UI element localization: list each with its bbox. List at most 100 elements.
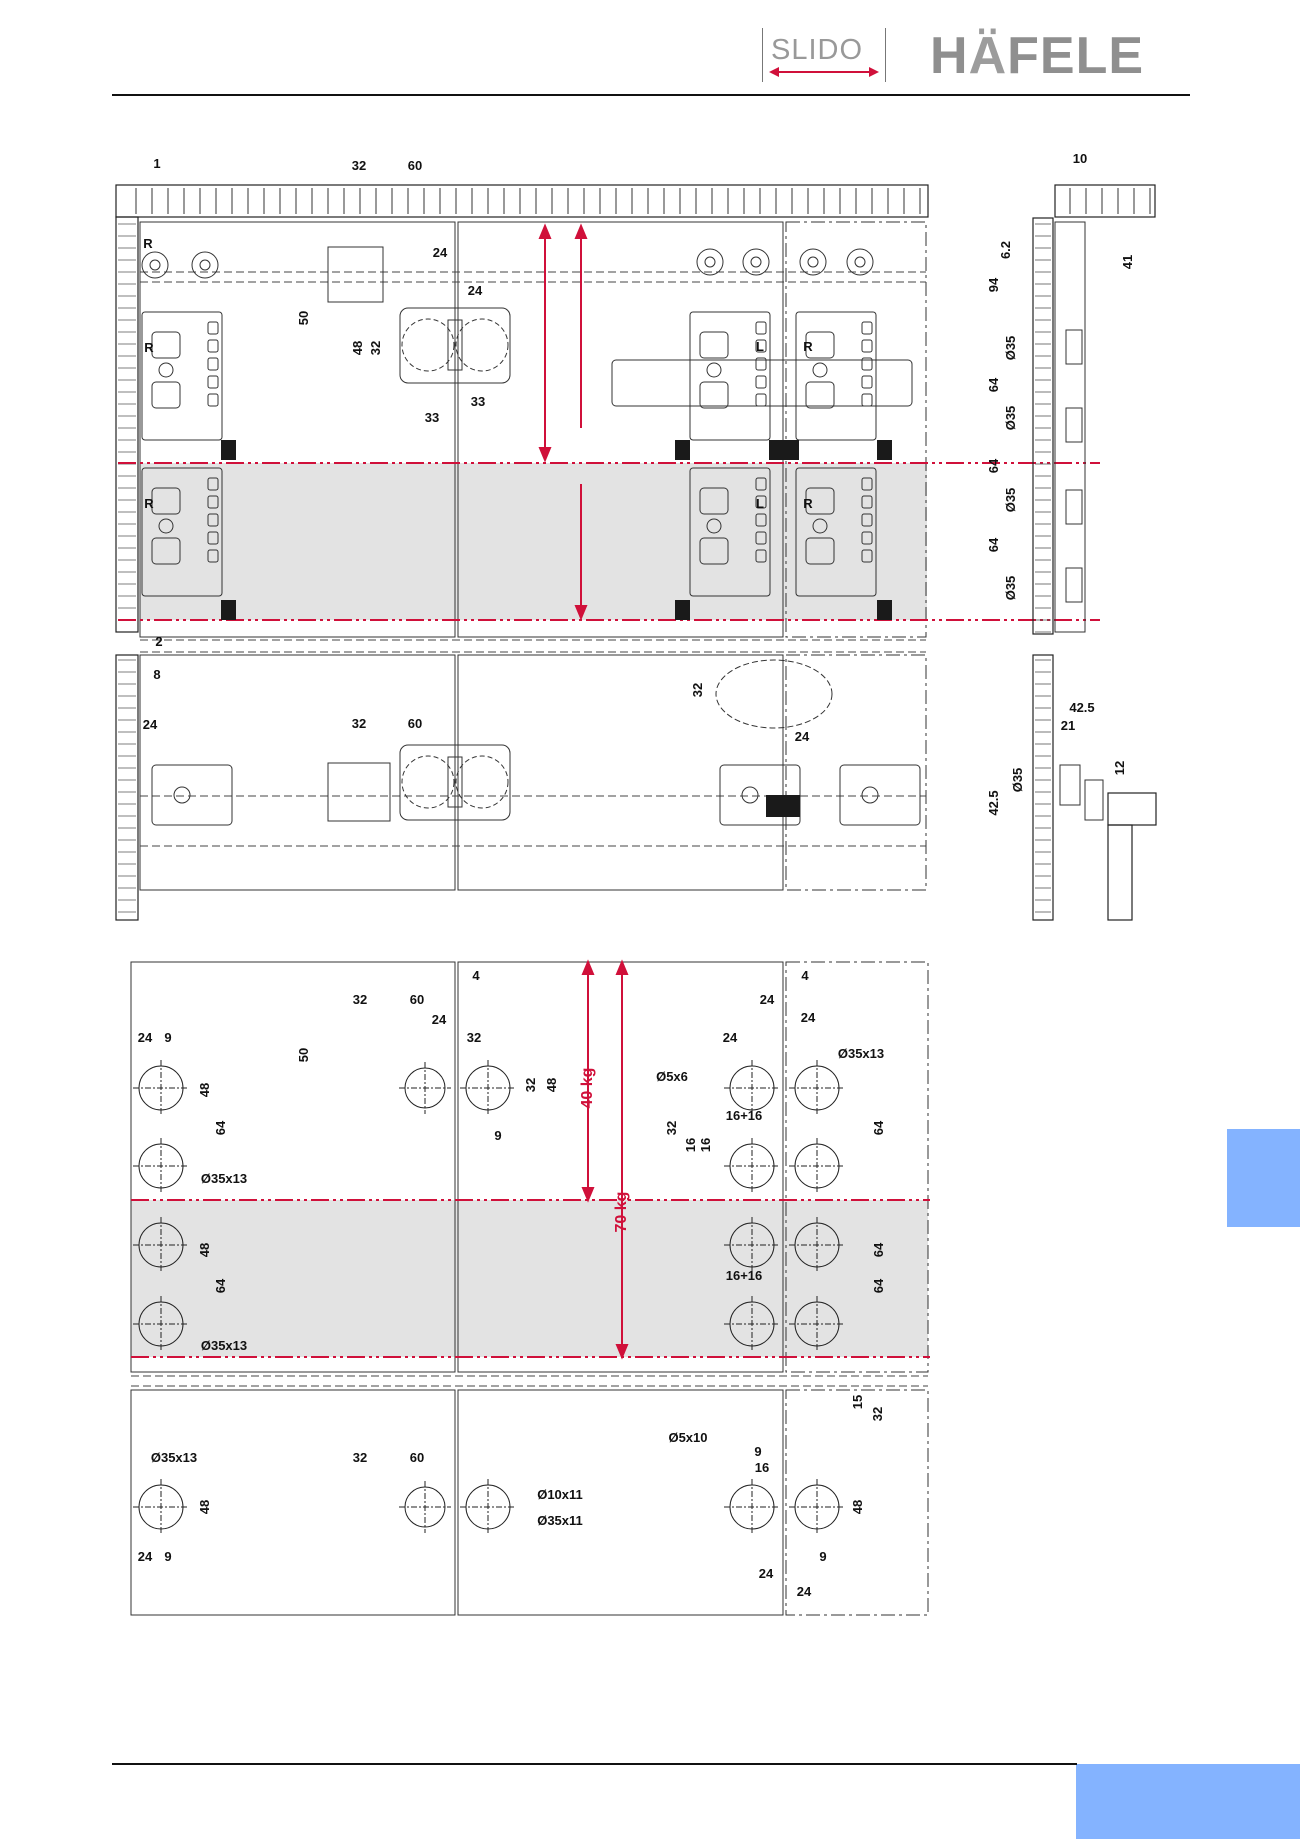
section-tab [1227,1129,1300,1227]
lower-dimension-label: 48 [197,1500,212,1514]
lower-load-arrows [581,959,629,1360]
dimension-label: 24 [795,729,810,744]
dimension-label: 33 [425,410,439,425]
lower-dimension-label: 4 [801,968,809,983]
hole-label: Ø5x10 [668,1430,707,1445]
dimension-label: 32 [690,683,705,697]
side-top-rail [1054,184,1156,218]
side-dimension-label: Ø35 [1003,336,1018,361]
dimension-label: 24 [143,717,158,732]
lower-dimension-label: 64 [213,1120,228,1135]
door-1-upper [139,221,456,638]
slido-arrow-icon [769,67,879,77]
drill-holes [133,1060,845,1535]
hafele-logo: HÄFELE [930,26,1144,86]
side-dimension-label: 94 [986,277,1001,292]
brand-suffix: FELE [1007,27,1145,85]
lower-dimension-label: 24 [723,1030,738,1045]
lower-dimension-label: 9 [819,1549,826,1564]
left-profile-upper [115,216,139,633]
side-profile-lower [1032,654,1054,921]
side-dimension-label: 42.5 [1069,700,1094,715]
brand-a: Ä [968,27,1008,85]
lower-dimension-label: 64 [871,1242,886,1257]
side-dimension-label: 64 [986,458,1001,473]
lower-dimension-label: 16+16 [726,1268,763,1283]
lower-dimension-label: 32 [870,1407,885,1421]
lower-dimension-label: 48 [544,1078,559,1092]
lower-dimension-label: 60 [410,992,424,1007]
side-bottom-post [1107,824,1133,921]
left-profile-lower [115,654,139,921]
door-3-lower [785,654,927,891]
hand-label: R [143,236,153,251]
lower-dimension-label: 64 [871,1120,886,1135]
hand-label: R [144,340,154,355]
side-dimension-label: 42.5 [986,790,1001,815]
lower-dimension-label: 16 [755,1460,769,1475]
side-profile-upper [1032,217,1054,635]
lower-dimension-label: 16+16 [726,1108,763,1123]
footer-rule [112,1763,1077,1765]
door-1-lower [139,654,456,891]
lower-dimension-label: 9 [164,1030,171,1045]
lower-dimension-label: 24 [760,992,775,1007]
lower-dimension-label: 60 [410,1450,424,1465]
lower-dimension-label: 50 [296,1048,311,1062]
lower-dimension-label: 48 [197,1083,212,1097]
hand-label: R [803,496,813,511]
hand-label: L [756,496,764,511]
lower-dimension-label: 32 [664,1121,679,1135]
upper-red-lines [118,462,1100,621]
hole-label: Ø35x13 [838,1046,884,1061]
lower-dimension-label: 15 [850,1395,865,1409]
dimension-label: 60 [408,716,422,731]
side-dimension-label: Ø35 [1003,406,1018,431]
dimension-label: 32 [352,716,366,731]
footer-tab [1076,1764,1300,1839]
dimension-label: 24 [468,283,483,298]
hole-label: Ø35x11 [537,1513,583,1528]
lower-dimension-label: 48 [197,1243,212,1257]
door-2-upper [457,221,784,638]
dimension-label: 33 [471,394,485,409]
slido-logo-text: SLIDO [771,34,864,66]
lower-dimension-label: 9 [754,1444,761,1459]
hole-label: Ø35x13 [151,1450,197,1465]
hand-label: L [756,339,764,354]
dimension-label: 8 [153,667,160,682]
hole-label: Ø5x6 [656,1069,688,1084]
lower-dimension-label: 16 [683,1138,698,1152]
hole-label: Ø10x11 [537,1487,583,1502]
side-dimension-label: 64 [986,377,1001,392]
hand-label: R [803,339,813,354]
dimension-label: 32 [368,341,383,355]
top-rail [115,184,929,218]
hole-label: Ø35x13 [201,1171,247,1186]
dimension-label: 60 [408,158,422,173]
dimension-label: 24 [433,245,448,260]
lower-dimension-label: 48 [850,1500,865,1514]
hand-label: R [144,496,154,511]
lower-dimension-label: 32 [353,992,367,1007]
stop-blocks [221,440,892,817]
dimension-label: 1 [153,156,160,171]
lower-dashed-lines [131,1375,928,1387]
hole-label: Ø35x13 [201,1338,247,1353]
brand-prefix: H [930,27,969,85]
side-dimension-label: 41 [1120,255,1135,269]
lower-dimension-label: 24 [432,1012,447,1027]
lower-dimension-label: 64 [871,1278,886,1293]
side-dimension-label: 64 [986,537,1001,552]
lower-dimension-label: 16 [698,1138,713,1152]
dimension-label: 2 [155,634,162,649]
slido-logo: SLIDO [762,28,886,82]
lower-dimension-label: 24 [801,1010,816,1025]
upper-load-arrows [538,223,588,621]
lower-dimension-label: 24 [797,1584,812,1599]
lower-dimension-label: 64 [213,1278,228,1293]
side-dimension-label: Ø35 [1003,576,1018,601]
